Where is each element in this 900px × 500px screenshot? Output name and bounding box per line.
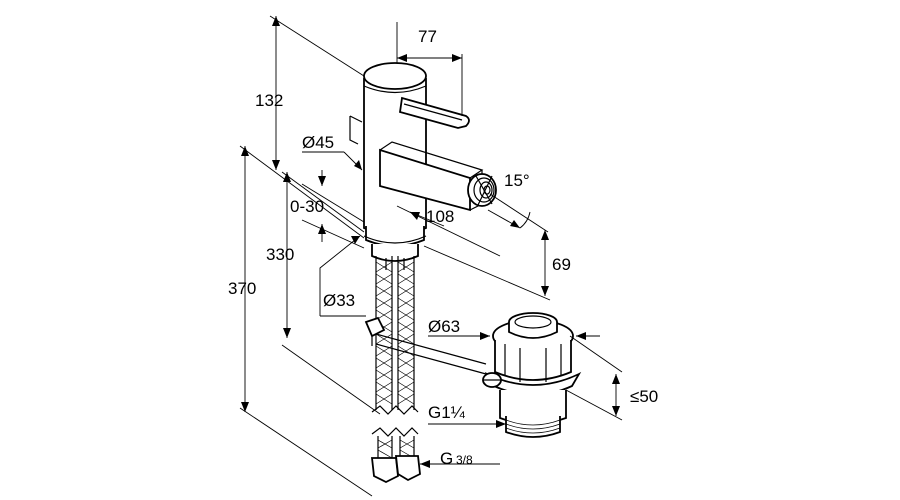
dimension-arrows: [241, 16, 620, 468]
waste-length-label: ≤50: [630, 387, 658, 406]
hose-thread-fraction: 3/8: [456, 453, 473, 467]
body-diameter-label: Ø45: [302, 133, 334, 152]
waste-diameter-label: Ø63: [428, 317, 460, 336]
overall-height-label: 370: [228, 279, 256, 298]
adjust-range-label: 0-30: [290, 197, 324, 216]
spout-reach-label: 108: [426, 207, 454, 226]
spout-width-label: 77: [418, 27, 437, 46]
waste-thread-label: G1¼: [428, 403, 466, 422]
pop-up-waste: [375, 312, 582, 438]
hose-thread-label: G 3/8: [440, 449, 473, 468]
spout-nozzle: [467, 173, 497, 207]
hose-thread-base: G: [440, 449, 453, 468]
supply-hoses: [364, 256, 421, 484]
outlet-height-label: 69: [552, 255, 571, 274]
lever-height-label: 132: [255, 91, 283, 110]
height-to-deck-label: 330: [266, 245, 294, 264]
mount-diameter-label: Ø33: [323, 291, 355, 310]
faucet-body: [349, 22, 497, 270]
tilt-angle-label: 15°: [504, 171, 530, 190]
dimension-labels: 370 330 132 77 Ø45 0-30 Ø33 108 15° 69 Ø…: [228, 27, 658, 468]
